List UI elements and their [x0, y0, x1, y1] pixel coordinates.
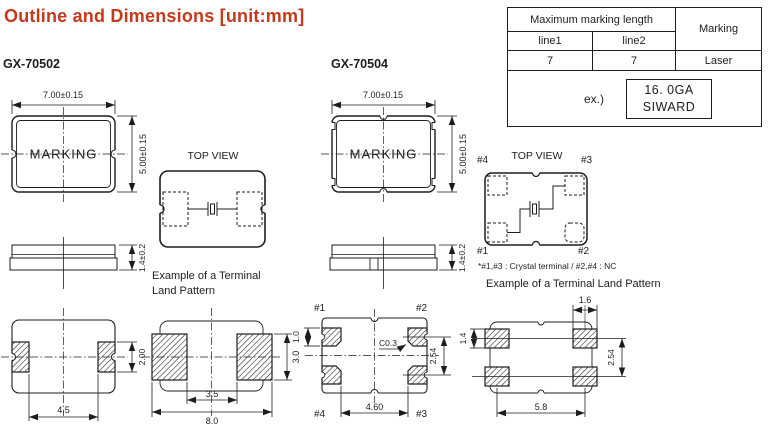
gx70504-side-view: 1.4±0.2 — [329, 237, 467, 289]
dim-70504-land-pitch-h — [496, 388, 586, 417]
dim-70504-height — [437, 115, 457, 193]
terminal-areas — [162, 191, 263, 227]
dim-70504-pad-span — [340, 386, 409, 417]
gx70502-side-view: 1.4±0.2 — [9, 237, 147, 289]
crystal-circuit — [507, 185, 565, 233]
row-centerlines — [472, 338, 626, 377]
part-number-gx70502: GX-70502 — [3, 57, 60, 71]
page-title: Outline and Dimensions [unit:mm] — [4, 6, 305, 26]
gx70502-package-drawing: 7.00±0.15 MARKING 5.00±0.15 — [1, 90, 148, 203]
caption-line2: Land Pattern — [152, 285, 215, 297]
marking-text: MARKING — [350, 147, 418, 162]
dim-70504-land-pitch-v-label: 2.54 — [606, 349, 616, 366]
gx70502-land-pattern-caption: Example of a Terminal Land Pattern — [152, 269, 261, 299]
pin-label-2: #2 — [416, 303, 428, 314]
dim-70502-height — [117, 115, 137, 193]
marking-table-header-marking: Marking — [676, 8, 761, 51]
dim-70504-pad-span-label: 4.60 — [366, 402, 384, 412]
marking-example-line2: SIWARD — [642, 99, 696, 114]
dim-70504-thickness-label: 1.4±0.2 — [457, 244, 467, 273]
pad-1 — [321, 327, 342, 347]
dim-70502-land-overall-label: 8.0 — [206, 416, 219, 426]
topview-pin-3: #3 — [581, 155, 593, 166]
marking-example-label: ex.) — [584, 91, 605, 106]
dim-70504-pitch-v — [403, 336, 451, 376]
dim-70502-pad-height — [117, 341, 137, 373]
part-number-gx70504: GX-70504 — [331, 57, 388, 71]
gx70504-bottom-view: #1 #2 #4 #3 1.0 C0.3 2.54 4.60 — [291, 303, 451, 420]
dim-70504-land-pad-width — [572, 305, 598, 329]
marking-table-line1-label: line1 — [508, 32, 593, 51]
topview-pin-4: #4 — [477, 155, 489, 166]
centerlines — [1, 107, 128, 203]
centerlines — [321, 107, 448, 203]
dim-70502-thickness — [119, 244, 137, 271]
dim-70502-land-gap — [186, 382, 238, 404]
side-terminal-edges — [369, 258, 379, 270]
dim-70502-land-gap-label: 3.5 — [206, 389, 219, 399]
caption-line1: Example of a Terminal — [152, 270, 261, 282]
marking-table-line2-label: line2 — [593, 32, 676, 51]
dim-70502-width-label: 7.00±0.15 — [43, 90, 83, 100]
gx70504-land-pattern-caption: Example of a Terminal Land Pattern — [486, 278, 661, 290]
dim-70504-land-pad-height-label: 1.4 — [458, 332, 468, 344]
dim-70502-width — [11, 100, 116, 114]
gx70504-top-view-label: TOP VIEW — [511, 150, 563, 162]
gx70502-top-view-drawing — [156, 170, 269, 248]
gx70502-top-view-label: TOP VIEW — [187, 150, 239, 162]
marking-text: MARKING — [30, 147, 98, 162]
dim-70504-land-pad-width-label: 1.6 — [579, 295, 592, 305]
marking-table-header-max-length: Maximum marking length — [508, 8, 676, 32]
pin-label-1: #1 — [314, 303, 326, 314]
center-notches — [370, 314, 379, 397]
dim-70502-land-overall — [151, 382, 273, 417]
gx70502-land-pattern-drawing: 3.0 3.5 8.0 — [142, 308, 301, 426]
land-pads — [484, 328, 598, 387]
marking-example-line1: 16. 0GA — [644, 82, 694, 97]
pad-4 — [321, 365, 342, 385]
crystal-symbol — [188, 202, 237, 216]
marking-table-line1-value: 7 — [508, 51, 593, 71]
dim-70504-chamfer-label: C0.3 — [379, 338, 397, 348]
centerlines — [305, 309, 439, 403]
dim-70504-pitch-v-label: 2.54 — [428, 347, 438, 364]
gx70502-bottom-view: 2.00 4.5 — [1, 308, 147, 421]
topview-pin-2: #2 — [578, 246, 590, 257]
dim-70502-pad-span-label: 4.5 — [57, 405, 70, 415]
side-notches — [156, 204, 269, 214]
center-notches — [531, 169, 541, 249]
dim-70502-land-pad-height — [274, 333, 292, 381]
dim-70504-pad-height-label: 1.0 — [291, 331, 301, 343]
dim-70504-width — [331, 100, 436, 114]
marking-example-row: ex.) 16. 0GA SIWARD — [508, 71, 761, 126]
marking-example-box: 16. 0GA SIWARD — [626, 78, 713, 119]
dim-70502-height-label: 5.00±0.15 — [138, 134, 148, 174]
gx70504-package-drawing: 7.00±0.15 MARKING 5.00± — [321, 90, 468, 203]
dim-70504-land-pad-height — [470, 328, 485, 349]
dim-70502-pad-span — [28, 374, 99, 421]
corner-castellations — [330, 122, 437, 186]
dim-70502-thickness-label: 1.4±0.2 — [137, 244, 147, 273]
gx70504-land-pattern-drawing: 1.6 1.4 2.54 — [458, 295, 626, 417]
topview-body — [159, 170, 266, 248]
marking-table-line2-value: 7 — [593, 51, 676, 71]
dim-70504-thickness — [439, 244, 457, 271]
topview-pin-1: #1 — [477, 246, 489, 257]
chamfer-leader — [379, 344, 407, 353]
marking-table: Maximum marking length Marking line1 lin… — [507, 7, 762, 127]
dim-70504-width-label: 7.00±0.15 — [363, 90, 403, 100]
pin-label-4: #4 — [314, 409, 326, 420]
center-notches — [379, 112, 388, 196]
pin-label-3: #3 — [416, 409, 428, 420]
gx70504-top-view-drawing — [484, 169, 588, 249]
centerlines — [1, 308, 128, 416]
center-notches — [537, 319, 545, 396]
terminal-note: *#1,#3 : Crystal terminal / #2,#4 : NC — [478, 261, 617, 271]
dim-70504-land-pitch-h-label: 5.8 — [535, 402, 548, 412]
dim-70504-height-label: 5.00±0.15 — [458, 134, 468, 174]
dim-70504-pad-height — [304, 327, 320, 347]
marking-table-marking-value: Laser — [676, 51, 761, 71]
dim-70502-land-pad-height-label: 3.0 — [291, 351, 301, 364]
